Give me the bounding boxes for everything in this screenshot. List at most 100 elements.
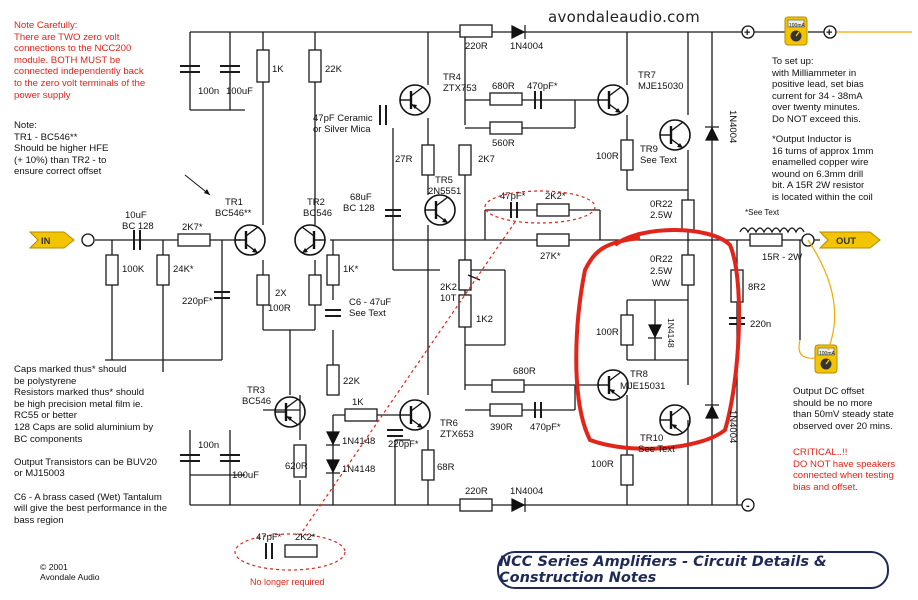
voltmeter-icon bbox=[814, 344, 838, 374]
svg-text:1K: 1K bbox=[272, 64, 284, 75]
svg-text:1N4004: 1N4004 bbox=[510, 41, 543, 52]
svg-text:TR9: TR9 bbox=[640, 144, 658, 155]
svg-text:100uF: 100uF bbox=[226, 86, 253, 97]
note-no-longer-required: No longer required bbox=[250, 577, 325, 587]
svg-text:TR3: TR3 bbox=[247, 385, 265, 396]
note-inductor: *Output Inductor is 16 turns of approx 1… bbox=[772, 134, 874, 203]
svg-text:or Silver Mica: or Silver Mica bbox=[313, 124, 371, 135]
svg-text:+: + bbox=[826, 27, 832, 39]
svg-text:2X: 2X bbox=[275, 288, 287, 299]
svg-text:BC546**: BC546** bbox=[215, 208, 252, 219]
svg-text:1N4004: 1N4004 bbox=[510, 486, 543, 497]
svg-text:470pF*: 470pF* bbox=[530, 422, 561, 433]
svg-text:2K7: 2K7 bbox=[478, 154, 495, 165]
svg-text:TR7: TR7 bbox=[638, 70, 656, 81]
svg-text:2K2*: 2K2* bbox=[295, 532, 316, 543]
svg-text:620R: 620R bbox=[285, 461, 308, 472]
svg-text:220R: 220R bbox=[465, 486, 488, 497]
svg-text:470pF*: 470pF* bbox=[527, 81, 558, 92]
svg-text:22K: 22K bbox=[325, 64, 343, 75]
svg-text:100R: 100R bbox=[268, 303, 291, 314]
copyright: © 2001 Avondale Audio bbox=[40, 562, 100, 582]
svg-text:2K2*: 2K2* bbox=[545, 191, 566, 202]
svg-text:560R: 560R bbox=[492, 138, 515, 149]
resistors bbox=[105, 24, 783, 558]
svg-text:100K: 100K bbox=[122, 264, 145, 275]
terminals bbox=[28, 25, 881, 512]
svg-text:2N5551: 2N5551 bbox=[428, 186, 461, 197]
svg-text:TR8: TR8 bbox=[630, 369, 648, 380]
svg-text:100n: 100n bbox=[198, 86, 219, 97]
svg-text:0R22: 0R22 bbox=[650, 254, 673, 265]
diodes bbox=[326, 25, 719, 512]
svg-text:220pF*: 220pF* bbox=[182, 296, 213, 307]
svg-text:-: - bbox=[746, 500, 750, 512]
svg-text:100R: 100R bbox=[596, 327, 619, 338]
svg-text:*See Text: *See Text bbox=[745, 208, 780, 217]
svg-text:1N4004: 1N4004 bbox=[727, 410, 738, 443]
svg-text:See Text: See Text bbox=[638, 444, 675, 455]
svg-text:ZTX753: ZTX753 bbox=[443, 83, 477, 94]
svg-text:TR1: TR1 bbox=[225, 197, 243, 208]
svg-text:68uF: 68uF bbox=[350, 192, 372, 203]
trim-pot bbox=[458, 259, 481, 291]
svg-text:47pF Ceramic: 47pF Ceramic bbox=[313, 113, 373, 124]
svg-text:47pF*: 47pF* bbox=[256, 532, 282, 543]
svg-text:IN: IN bbox=[41, 236, 51, 247]
svg-text:15R - 2W: 15R - 2W bbox=[762, 252, 802, 263]
svg-text:See Text: See Text bbox=[640, 155, 677, 166]
svg-text:10T: 10T bbox=[440, 293, 457, 304]
svg-text:C6 - 47uF: C6 - 47uF bbox=[349, 297, 391, 308]
svg-text:100mA: 100mA bbox=[789, 23, 806, 29]
svg-text:2K7*: 2K7* bbox=[182, 222, 203, 233]
svg-text:100n: 100n bbox=[198, 440, 219, 451]
svg-text:1N4004: 1N4004 bbox=[727, 110, 738, 143]
svg-text:100mA: 100mA bbox=[819, 351, 836, 357]
svg-text:WW: WW bbox=[652, 278, 670, 289]
note-setup: To set up: with Milliammeter in positive… bbox=[772, 56, 864, 125]
component-labels: 100n 100uF 1K 22K TR4 ZTX753 220R 1N4004… bbox=[41, 23, 856, 543]
svg-text:ZTX653: ZTX653 bbox=[440, 429, 474, 440]
svg-text:TR5: TR5 bbox=[435, 175, 453, 186]
svg-text:0R22: 0R22 bbox=[650, 199, 673, 210]
svg-text:8R2: 8R2 bbox=[748, 282, 765, 293]
svg-text:2.5W: 2.5W bbox=[650, 266, 672, 277]
svg-text:220R: 220R bbox=[465, 41, 488, 52]
svg-text:MJE15030: MJE15030 bbox=[638, 81, 683, 92]
svg-text:100R: 100R bbox=[596, 151, 619, 162]
svg-text:100uF: 100uF bbox=[232, 470, 259, 481]
svg-text:1K: 1K bbox=[352, 397, 364, 408]
page-title: NCC Series Amplifiers - Circuit Details … bbox=[497, 551, 889, 589]
svg-text:TR2: TR2 bbox=[307, 197, 325, 208]
note-careful: Note Carefully: There are TWO zero volt … bbox=[14, 20, 146, 101]
note-offset: Output DC offset should be no more than … bbox=[793, 386, 894, 432]
svg-text:27K*: 27K* bbox=[540, 251, 561, 262]
svg-text:680R: 680R bbox=[513, 366, 536, 377]
note-critical: CRITICAL..!! DO NOT have speakers connec… bbox=[793, 447, 896, 493]
svg-text:1N4148: 1N4148 bbox=[342, 464, 375, 475]
annotations bbox=[184, 174, 742, 571]
svg-text:TR6: TR6 bbox=[440, 418, 458, 429]
svg-text:24K*: 24K* bbox=[173, 264, 194, 275]
svg-text:680R: 680R bbox=[492, 81, 515, 92]
capacitors bbox=[133, 65, 745, 559]
svg-text:1K*: 1K* bbox=[343, 264, 359, 275]
svg-text:68R: 68R bbox=[437, 462, 455, 473]
svg-text:220pF*: 220pF* bbox=[388, 439, 419, 450]
svg-text:OUT: OUT bbox=[836, 236, 856, 247]
milliammeter-icon bbox=[784, 16, 808, 46]
watermark: avondaleaudio.com bbox=[548, 8, 701, 26]
svg-text:BC 128: BC 128 bbox=[122, 221, 154, 232]
svg-text:See Text: See Text bbox=[349, 308, 386, 319]
svg-text:BC 128: BC 128 bbox=[343, 203, 375, 214]
svg-text:47pF*: 47pF* bbox=[500, 191, 526, 202]
svg-text:2.5W: 2.5W bbox=[650, 210, 672, 221]
svg-text:27R: 27R bbox=[395, 154, 413, 165]
svg-text:BC546: BC546 bbox=[303, 208, 332, 219]
svg-text:MJE15031: MJE15031 bbox=[620, 381, 665, 392]
svg-text:220n: 220n bbox=[750, 319, 771, 330]
svg-text:2K2: 2K2 bbox=[440, 282, 457, 293]
svg-text:10uF: 10uF bbox=[125, 210, 147, 221]
